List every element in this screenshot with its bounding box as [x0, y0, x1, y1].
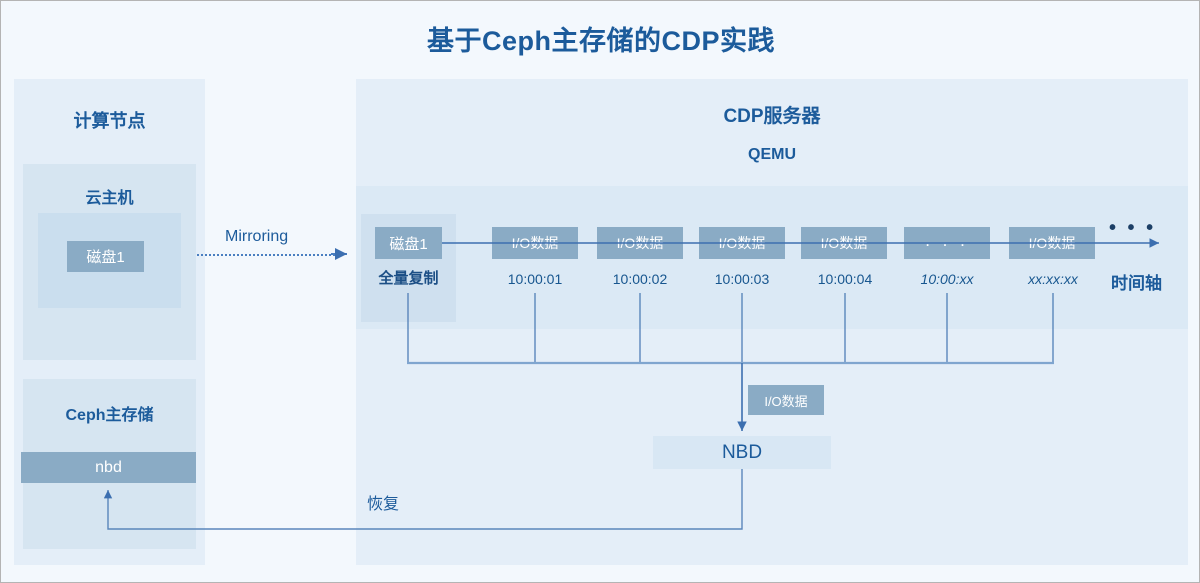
- io-data-block: I/O数据: [597, 227, 683, 259]
- io-to-nbd-block: I/O数据: [748, 385, 824, 415]
- timeline-timestamp: 10:00:xx: [920, 271, 974, 287]
- timeline-timestamp: 10:00:02: [612, 271, 668, 287]
- mirroring-label: Mirroring: [225, 228, 289, 245]
- target-disk-block: 磁盘1: [375, 227, 442, 259]
- timeline-timestamp: xx:xx:xx: [1028, 271, 1078, 287]
- cdp-server-title: CDP服务器: [723, 106, 821, 127]
- io-data-block: I/O数据: [1009, 227, 1095, 259]
- nbd-box: NBD: [653, 436, 831, 469]
- ceph-nbd-block: nbd: [21, 452, 196, 483]
- restore-label: 恢复: [367, 496, 400, 513]
- timeline-axis-label: 时间轴: [1111, 274, 1162, 293]
- compute-node-title: 计算节点: [73, 111, 146, 131]
- timeline-timestamp: 10:00:03: [714, 271, 770, 287]
- source-disk-block: 磁盘1: [67, 241, 144, 272]
- cloud-host-title: 云主机: [85, 190, 134, 207]
- io-data-block: I/O数据: [492, 227, 578, 259]
- io-data-block: . . .: [904, 227, 990, 259]
- page-title: 基于Ceph主存储的CDP实践: [426, 26, 775, 56]
- timeline-trailing-ellipsis: • • •: [1109, 217, 1157, 239]
- io-data-block: I/O数据: [801, 227, 887, 259]
- qemu-title: QEMU: [748, 146, 796, 163]
- ceph-storage-title: Ceph主存储: [65, 407, 154, 424]
- timeline-timestamp: 10:00:04: [817, 271, 873, 287]
- io-data-block: I/O数据: [699, 227, 785, 259]
- full-copy-label: 全量复制: [378, 270, 439, 287]
- mirroring-dotted-line: [197, 254, 343, 256]
- timeline-timestamp: 10:00:01: [507, 271, 563, 287]
